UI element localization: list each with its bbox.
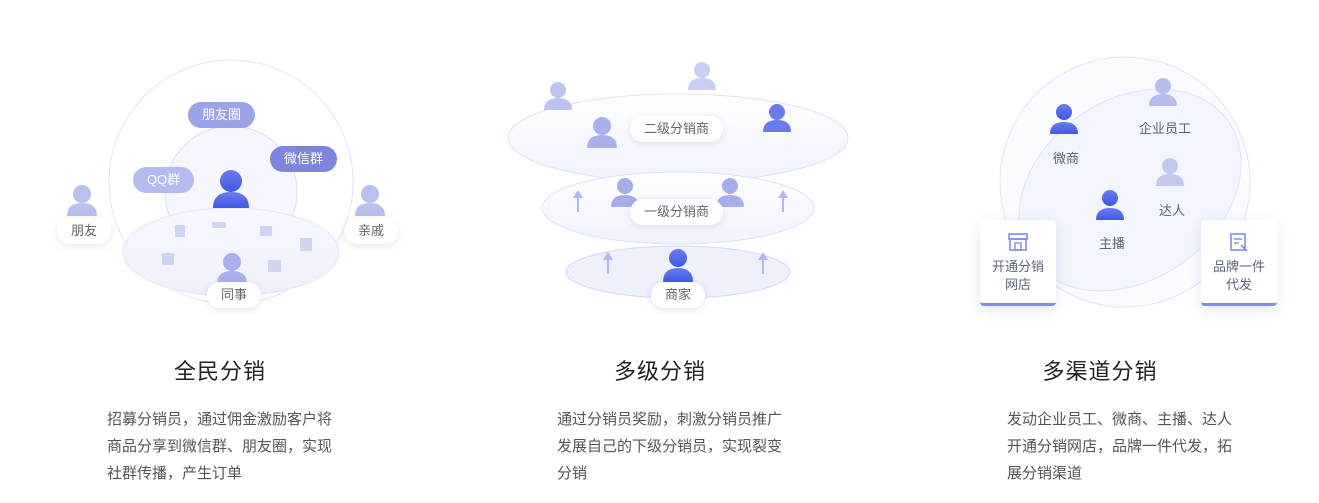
person-icon: [355, 185, 385, 216]
desc-line: 通过分销员奖励，刺激分销员推广: [557, 411, 783, 428]
product-icon: [300, 238, 312, 251]
arrow-up-icon: [573, 190, 788, 274]
card-line: 品牌一件: [1212, 259, 1265, 274]
brand-icon: [1230, 233, 1248, 252]
person-icon: [213, 170, 249, 208]
desc-line: 发动企业员工、微商、主播、达人: [1007, 411, 1233, 428]
section-all-people: 朋友圈 微信群 QQ群 朋友 亲戚 同事 全民分销 招募分销员，通过佣金激励客户…: [0, 0, 440, 503]
person-icon: [544, 82, 572, 110]
pill-level1: 一级分销商: [630, 199, 724, 225]
label-streamer: 主播: [1099, 236, 1126, 251]
desc-line: 社群传播，产生订单: [107, 465, 243, 482]
section-title: 多级分销: [613, 359, 706, 384]
person-icon: [67, 185, 97, 216]
label-employee: 企业员工: [1139, 121, 1192, 136]
pill-weixinqun: 微信群: [270, 146, 338, 172]
desc-line: 招募分销员，通过佣金激励客户将: [107, 411, 333, 428]
product-icon: [268, 260, 281, 272]
desc-line: 商品分享到微信群、朋友圈，实现: [107, 438, 333, 455]
pill-qqqun: QQ群: [133, 167, 195, 193]
person-icon: [716, 178, 744, 207]
card-open-store: 开通分销 网店: [980, 220, 1056, 306]
pill-pengyou: 朋友: [57, 218, 112, 244]
all-people-illustration: 朋友圈 微信群 QQ群 朋友 亲戚 同事: [0, 0, 440, 330]
person-icon: [217, 253, 247, 284]
pill-pengyouquan: 朋友圈: [188, 102, 256, 128]
person-icon: [1149, 78, 1177, 106]
product-icon: [212, 222, 226, 228]
section-multi-level: 二级分销商 一级分销商 商家 多级分销 通过分销员奖励，刺激分销员推广 发展自己…: [440, 0, 880, 503]
multi-level-illustration: 二级分销商 一级分销商 商家: [440, 0, 880, 330]
product-icon: [162, 253, 174, 265]
desc-line: 展分销渠道: [1007, 465, 1083, 482]
product-icon: [260, 226, 272, 236]
multi-channel-illustration: 微商 企业员工 达人 主播 开通分销 网店 品牌一件 代发: [880, 0, 1319, 330]
person-icon: [663, 249, 693, 282]
section-description: 发动企业员工、微商、主播、达人 开通分销网店，品牌一件代发，拓 展分销渠道: [1007, 406, 1257, 487]
section-multi-channel: 微商 企业员工 达人 主播 开通分销 网店 品牌一件 代发 多渠道分销 发动企业…: [880, 0, 1319, 503]
person-icon: [1050, 104, 1078, 134]
product-icon: [175, 225, 185, 237]
desc-line: 分销: [557, 465, 588, 482]
person-icon: [1096, 190, 1124, 220]
store-icon: [1008, 233, 1028, 251]
person-icon: [688, 62, 716, 90]
card-line: 代发: [1225, 277, 1252, 292]
card-brand-dropship: 品牌一件 代发: [1201, 220, 1277, 306]
circles-background: [67, 59, 385, 305]
section-description: 通过分销员奖励，刺激分销员推广 发展自己的下级分销员，实现裂变 分销: [557, 406, 807, 487]
card-line: 网店: [1004, 277, 1031, 292]
label-weishang: 微商: [1053, 151, 1080, 166]
desc-line: 发展自己的下级分销员，实现裂变: [557, 438, 783, 455]
levels-background: [507, 62, 849, 299]
label-influencer: 达人: [1159, 203, 1186, 218]
person-icon: [587, 117, 617, 148]
section-title: 全民分销: [173, 359, 266, 384]
person-icon: [1156, 158, 1184, 186]
pill-merchant: 商家: [651, 282, 706, 308]
pill-tongshi: 同事: [207, 282, 262, 308]
section-description: 招募分销员，通过佣金激励客户将 商品分享到微信群、朋友圈，实现 社群传播，产生订…: [107, 406, 357, 487]
section-title: 多渠道分销: [1042, 359, 1158, 384]
desc-line: 开通分销网店，品牌一件代发，拓: [1007, 438, 1233, 455]
pill-level2: 二级分销商: [630, 116, 724, 142]
card-line: 开通分销: [991, 259, 1044, 274]
pill-qinqi: 亲戚: [344, 218, 399, 244]
person-icon: [763, 104, 791, 132]
channel-background: [999, 56, 1251, 308]
